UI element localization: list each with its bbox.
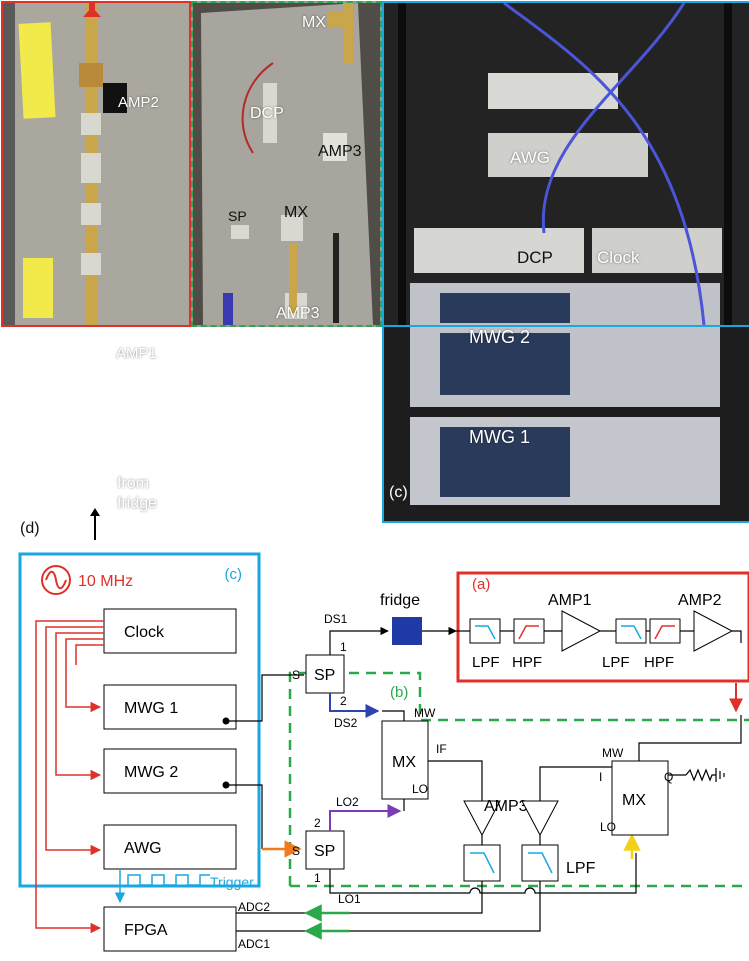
photo-b-mx-mid-label: MX (284, 204, 308, 222)
mx-left-label: MX (392, 754, 416, 771)
clock-box-label: Clock (124, 624, 165, 641)
lpf-a1-label: LPF (472, 654, 500, 671)
clock-frequency-label: 10 MHz (78, 573, 133, 590)
sp-bottom-port-1: 1 (314, 871, 321, 885)
mx-left-mw-label: MW (414, 706, 436, 720)
photo-b-dcp-label: DCP (250, 105, 284, 123)
amp2-label: AMP2 (678, 592, 722, 609)
mx-left-if-label: IF (436, 742, 447, 756)
hpf-a2-box (650, 619, 680, 643)
panel-b-box (290, 673, 749, 886)
photo-a-amp1-label: AMP1 (116, 345, 157, 362)
ds2-label: DS2 (334, 716, 358, 730)
awg-box-label: AWG (124, 840, 162, 857)
fridge-label: fridge (380, 592, 420, 609)
photo-panel-b (191, 1, 382, 327)
amp3-right-triangle (522, 801, 558, 835)
photo-c-corner-label: (c) (389, 484, 408, 502)
photo-c-awg-label: AWG (510, 148, 550, 168)
adc1-label: ADC1 (238, 937, 270, 951)
terminator-resistor-icon (686, 770, 716, 780)
sp-top-label: SP (314, 667, 335, 684)
sp-bottom-label: SP (314, 843, 335, 860)
mx-right-lo-label: LO (600, 820, 616, 834)
trigger-label: Trigger (210, 874, 254, 890)
sp-top-port-1: 1 (340, 640, 347, 654)
photo-c-clock-label: Clock (597, 248, 640, 268)
fpga-box-label: FPGA (124, 922, 168, 939)
mx-left-lo-label: LO (412, 782, 428, 796)
photo-b-amp3-top-label: AMP3 (318, 143, 362, 161)
amp1-label: AMP1 (548, 592, 592, 609)
amp3-label: AMP3 (484, 798, 528, 815)
hpf-a1-box (514, 619, 544, 643)
lpf-b1-box (464, 845, 500, 881)
lpf-b2-box (522, 845, 558, 881)
hpf-a1-label: HPF (512, 654, 542, 671)
trigger-waveform-icon (128, 875, 210, 885)
photo-c-dcp-label: DCP (517, 248, 553, 268)
schematic-diagram: (c) 10 MHz Clock MWG 1 MWG 2 AWG FPGA Tr… (0, 535, 749, 961)
photo-a-corner-label: (a) (14, 484, 34, 502)
ground-icon (716, 768, 724, 782)
sp-top-port-2: 2 (340, 694, 347, 708)
photo-b-drawing (193, 3, 380, 325)
ds1-label: DS1 (324, 612, 348, 626)
photo-c-mwg1-label: MWG 1 (469, 427, 530, 448)
photo-a-drawing (3, 3, 189, 325)
ds2-arrow (330, 693, 378, 711)
sp-top-port-s: S (292, 668, 300, 682)
photo-a-from-fridge-label: from fridge (117, 474, 157, 514)
photo-a-amp2-label: AMP2 (118, 94, 159, 111)
photo-b-mx-top-label: MX (302, 14, 326, 32)
amp2-triangle (694, 611, 732, 651)
mx-right-q-label: Q (664, 770, 673, 784)
mx-right-i-label: I (599, 770, 602, 784)
photo-b-amp3-bottom-label: AMP3 (276, 305, 320, 323)
panel-a-label: (a) (472, 576, 490, 593)
photo-panel-c-lower (382, 327, 749, 523)
lpf-a2-box (616, 619, 646, 643)
lo2-label: LO2 (336, 795, 359, 809)
sp-bottom-port-s: S (292, 844, 300, 858)
hpf-a2-label: HPF (644, 654, 674, 671)
photo-c-lower-drawing (384, 327, 749, 521)
adc2-label: ADC2 (238, 900, 270, 914)
lo2-arrow (330, 811, 400, 831)
photo-b-sp-label: SP (228, 208, 247, 224)
photo-panel-a (1, 1, 191, 327)
fridge-box (392, 617, 422, 645)
mwg2-box-label: MWG 2 (124, 764, 178, 781)
photo-b-corner-label: (b) (203, 484, 223, 502)
mx-right-mw-label: MW (602, 746, 624, 760)
lpf-a1-box (470, 619, 500, 643)
photo-c-mwg2-label: MWG 2 (469, 327, 530, 348)
mx-right-label: MX (622, 792, 646, 809)
photo-c-drawing (384, 3, 749, 325)
lpf-b-label: LPF (566, 860, 596, 877)
mwg1-box-label: MWG 1 (124, 700, 178, 717)
amp1-triangle (562, 611, 600, 651)
lpf-a2-label: LPF (602, 654, 630, 671)
photo-panel-c (382, 1, 749, 327)
lo1-label: LO1 (338, 892, 361, 906)
clock-distribution-lines (36, 621, 104, 928)
panel-b-label: (b) (390, 684, 408, 701)
panel-c-label: (c) (225, 566, 243, 583)
sp-bottom-port-2: 2 (314, 816, 321, 830)
